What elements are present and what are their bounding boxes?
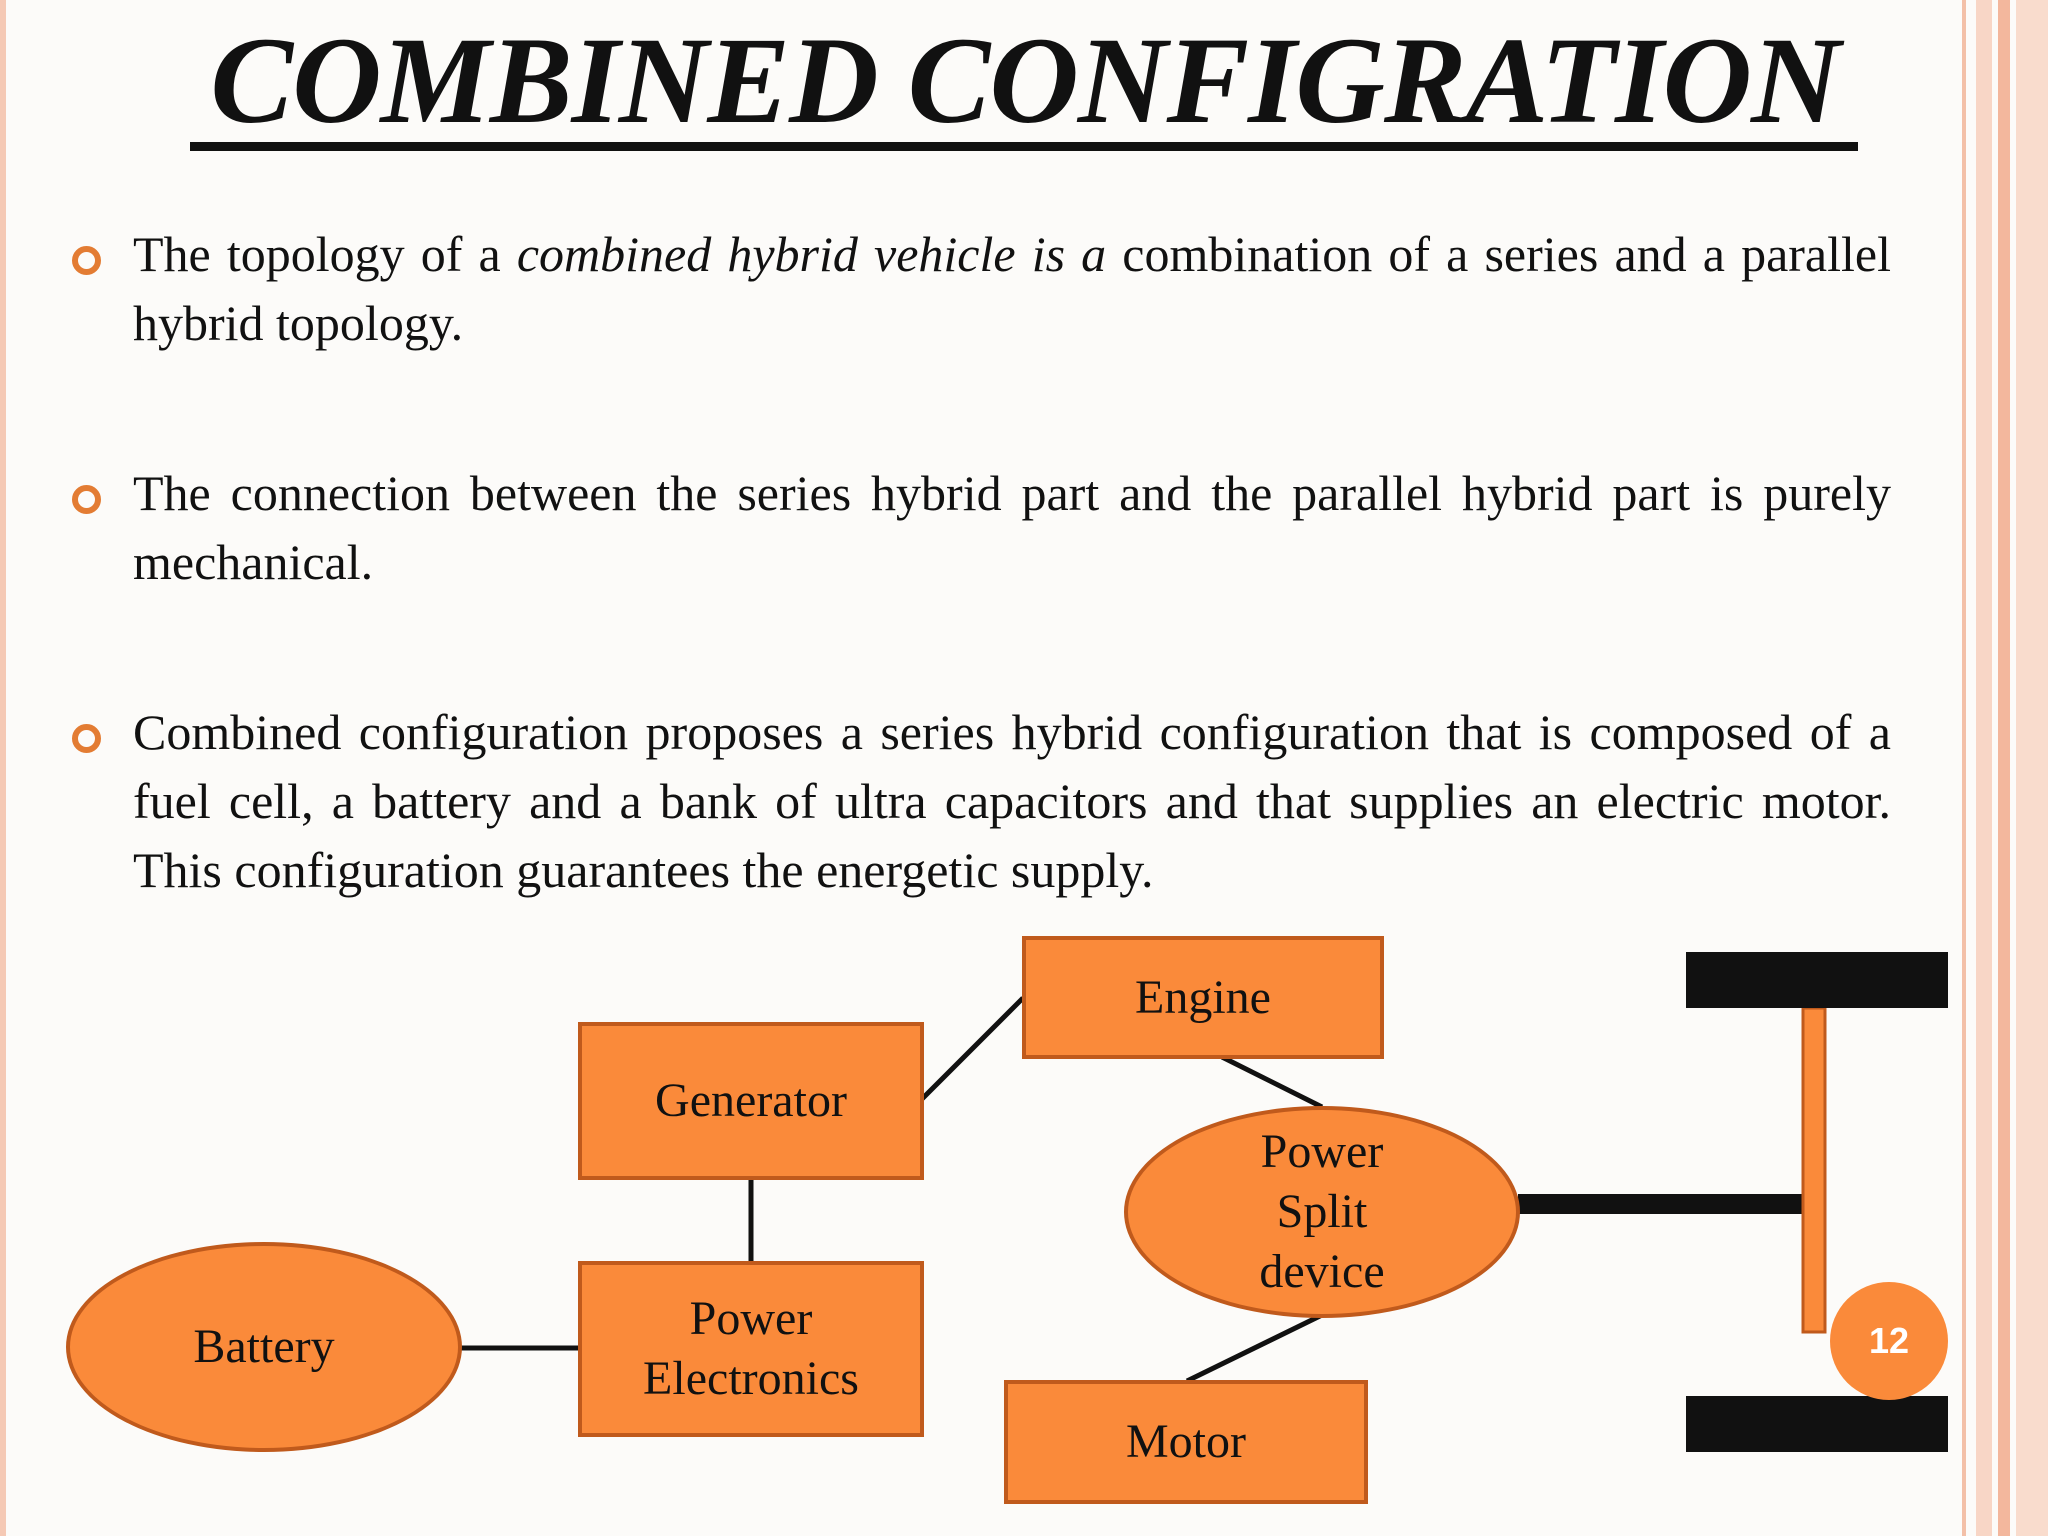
ring-bullet-icon xyxy=(72,485,101,514)
split-motor-link xyxy=(1185,1312,1324,1384)
generator-label: Generator xyxy=(655,1074,847,1127)
battery-node: Battery xyxy=(66,1242,462,1452)
right-decor-stripe xyxy=(1998,0,2010,1536)
power-electronics-label-line1: Power xyxy=(689,1292,813,1345)
power-electronics-label-line2: Electronics xyxy=(643,1352,859,1405)
power-split-device-node: Power Split device xyxy=(1124,1106,1520,1318)
battery-label: Battery xyxy=(193,1320,335,1373)
ring-bullet-icon xyxy=(72,246,101,275)
right-decor-stripe xyxy=(1962,0,1966,1536)
drive-shaft xyxy=(1518,1194,1806,1214)
page-number-badge: 12 xyxy=(1830,1282,1948,1400)
right-decor-stripe xyxy=(2016,0,2048,1536)
motor-node: Motor xyxy=(1004,1380,1368,1504)
bullet-text-italic: combined hybrid vehicle is a xyxy=(516,226,1107,282)
engine-label: Engine xyxy=(1135,970,1271,1024)
power-split-label-line3: device xyxy=(1259,1245,1385,1298)
bullet-text-part: The topology of a xyxy=(133,226,517,282)
bullet-text-part: combination of a series and a parallel h… xyxy=(133,226,1891,351)
power-split-label-line1: Power xyxy=(1260,1125,1384,1178)
bullet-text: Combined configuration proposes a series… xyxy=(133,704,1891,898)
power-electronics-node: Power Electronics xyxy=(578,1261,924,1437)
right-decor-stripe xyxy=(1976,0,1992,1536)
ring-bullet-icon xyxy=(72,724,101,753)
diagram-connectors xyxy=(460,952,1948,1452)
title-underline xyxy=(190,142,1858,151)
engine-node: Engine xyxy=(1022,936,1384,1059)
wheel-top xyxy=(1686,952,1948,1008)
left-edge-stripe xyxy=(0,0,6,1536)
generator-node: Generator xyxy=(578,1022,924,1180)
bullet-text: The topology of a combined hybrid vehicl… xyxy=(133,220,1891,358)
slide-title: COMBINED CONFIGRATION xyxy=(210,12,1840,149)
motor-label: Motor xyxy=(1126,1415,1246,1468)
axle xyxy=(1801,1006,1827,1334)
wheel-bottom xyxy=(1686,1396,1948,1452)
power-split-label-line2: Split xyxy=(1276,1185,1368,1238)
hybrid-configuration-diagram: Battery Generator Power Electronics Engi… xyxy=(0,930,2048,1536)
generator-engine-link xyxy=(920,996,1025,1101)
engine-split-link xyxy=(1220,1054,1324,1110)
bullet-text: The connection between the series hybrid… xyxy=(133,465,1891,590)
